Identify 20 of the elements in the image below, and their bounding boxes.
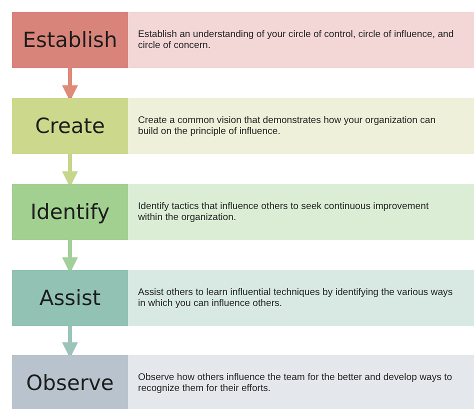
- step-title: Observe: [26, 371, 114, 395]
- description-band: [128, 98, 474, 154]
- description-band: [128, 12, 474, 68]
- description-text: Identify tactics that influence others to seek continuous improvement within the organization.: [138, 200, 430, 224]
- step-title: Identify: [30, 200, 110, 224]
- step-title: Establish: [22, 28, 118, 52]
- description-text: Assist others to learn influential techniques by identifying the various ways in which you can influence others.: [138, 286, 454, 310]
- step-box: [12, 270, 128, 326]
- description-text: Establish an understanding of your circle of control, circle of influence, and circle of concern.: [138, 28, 454, 52]
- description-band: [128, 184, 474, 240]
- step-box: [12, 98, 128, 154]
- step-box: [12, 184, 128, 240]
- description-band: [128, 355, 474, 409]
- description-band: [128, 270, 474, 326]
- step-box: [12, 355, 128, 409]
- step-box: [12, 12, 128, 68]
- step-title: Assist: [39, 286, 101, 310]
- step-title: Create: [35, 114, 105, 138]
- description-text: Create a common vision that demonstrates how your organization can build on the principle of influence.: [138, 114, 437, 138]
- description-text: Observe how others influence the team for the better and develop ways to recognize them for their efforts.: [138, 372, 454, 394]
